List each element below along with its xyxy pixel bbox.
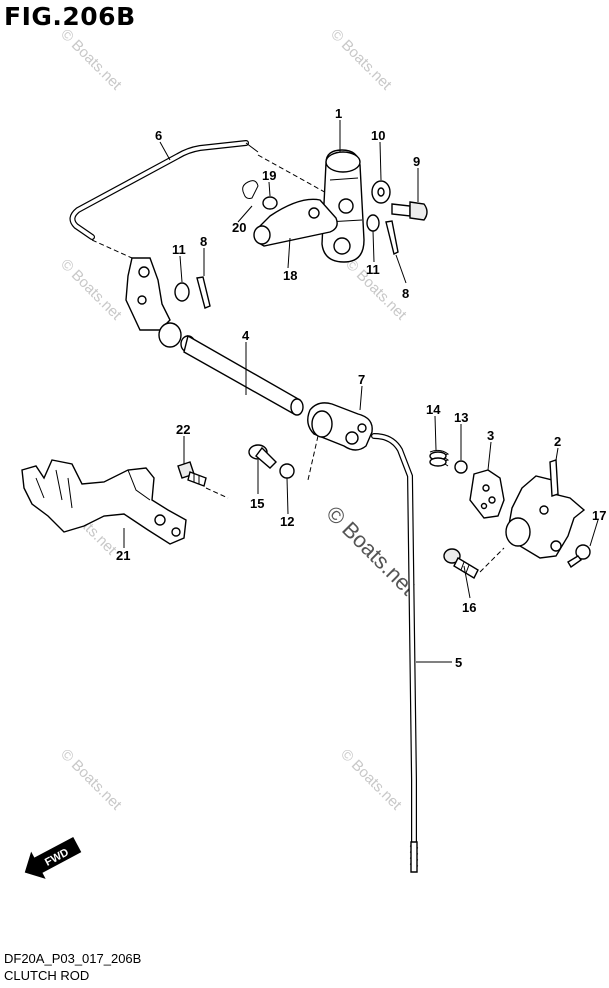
callout-13: 13 (454, 410, 468, 425)
part-8-cotter-pin-upper (385, 220, 399, 256)
part-19-washer (262, 196, 278, 210)
part-2-cam-bracket (505, 459, 586, 559)
part-5-clutch-rod (371, 433, 419, 873)
part-14-spring (429, 449, 450, 467)
part-3-detent-plate (469, 469, 505, 519)
part-21-bracket (21, 459, 187, 545)
part-18-link-arm (253, 198, 338, 247)
fwd-arrow-icon: FWD (24, 836, 82, 879)
callout-4: 4 (242, 328, 250, 343)
watermark: © Boats.net (57, 746, 125, 814)
callout-10: 10 (371, 128, 385, 143)
callout-21: 21 (116, 548, 130, 563)
part-4-shift-shaft (125, 257, 304, 416)
part-8-cotter-pin-lower (196, 276, 211, 309)
watermark: © Boats.net (327, 26, 395, 94)
figure-title: FIG.206B (4, 2, 136, 31)
callout-20: 20 (232, 220, 246, 235)
callout-15: 15 (250, 496, 264, 511)
callout-1: 1 (335, 106, 342, 121)
figure-code: DF20A_P03_017_206B (4, 951, 142, 966)
part-17-screw (567, 544, 591, 569)
callout-11-right: 11 (366, 262, 380, 277)
callout-12: 12 (280, 514, 294, 529)
watermark-large: © Boats.net (321, 501, 420, 600)
part-16-bolt (443, 548, 479, 579)
callout-16: 16 (462, 600, 476, 615)
part-11-washer-upper (366, 214, 380, 232)
callout-3: 3 (487, 428, 494, 443)
watermark: © Boats.net (57, 256, 125, 324)
part-22-bolt (177, 461, 207, 487)
callout-11-left: 11 (172, 242, 186, 257)
callout-2: 2 (554, 434, 561, 449)
callout-17: 17 (592, 508, 606, 523)
callout-6: 6 (155, 128, 162, 143)
callout-5: 5 (455, 655, 462, 670)
part-12-washer (279, 463, 295, 479)
callout-14: 14 (426, 402, 441, 417)
part-1-lever-arm (321, 149, 365, 263)
part-7-joint (307, 402, 373, 451)
callout-18: 18 (283, 268, 297, 283)
leader-lines (123, 120, 599, 663)
part-13-ball (454, 460, 468, 474)
callout-22: 22 (176, 422, 190, 437)
part-20-clip (242, 180, 259, 199)
part-9-bolt (391, 201, 428, 221)
watermark: © Boats.net (57, 26, 125, 94)
part-15-bolt (248, 444, 277, 469)
figure-name: CLUTCH ROD (4, 968, 90, 983)
callout-19: 19 (262, 168, 276, 183)
fwd-label: FWD (43, 846, 71, 868)
callout-7: 7 (358, 372, 365, 387)
callout-9: 9 (413, 154, 420, 169)
callouts: 1 2 3 4 5 6 7 8 8 9 10 11 11 12 13 14 15… (116, 106, 606, 670)
part-11-washer-lower (174, 282, 190, 302)
watermark: © Boats.net (337, 746, 405, 814)
callout-8-right: 8 (402, 286, 409, 301)
part-6-upper-rod (69, 140, 331, 259)
callout-8-left: 8 (200, 234, 207, 249)
